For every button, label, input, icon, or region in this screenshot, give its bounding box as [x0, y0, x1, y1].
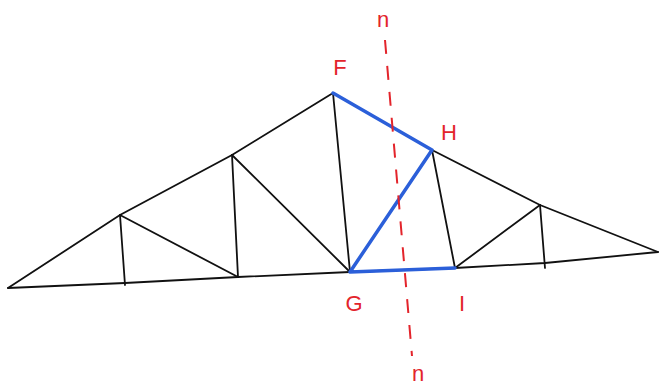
vertical-member: [333, 93, 350, 272]
point-label: n: [412, 363, 424, 385]
point-label: F: [333, 57, 346, 79]
diagonal-member: [120, 215, 238, 277]
diagonal-member: [232, 155, 350, 272]
vertical-member: [120, 215, 125, 285]
point-label: G: [345, 293, 362, 315]
highlighted-members: [333, 93, 455, 272]
top-chord: [8, 93, 333, 288]
point-label: n: [377, 9, 389, 31]
truss-members: [8, 93, 658, 288]
point-label: H: [441, 122, 457, 144]
bottom-chord: [8, 252, 658, 288]
section-line: [385, 40, 412, 356]
vertical-member: [232, 155, 238, 277]
point-label: I: [459, 293, 465, 315]
diagonal-member: [455, 205, 540, 268]
vertical-member: [540, 205, 545, 268]
top-chord: [432, 150, 658, 252]
cut-members: [333, 93, 455, 272]
vertical-member: [432, 150, 455, 268]
